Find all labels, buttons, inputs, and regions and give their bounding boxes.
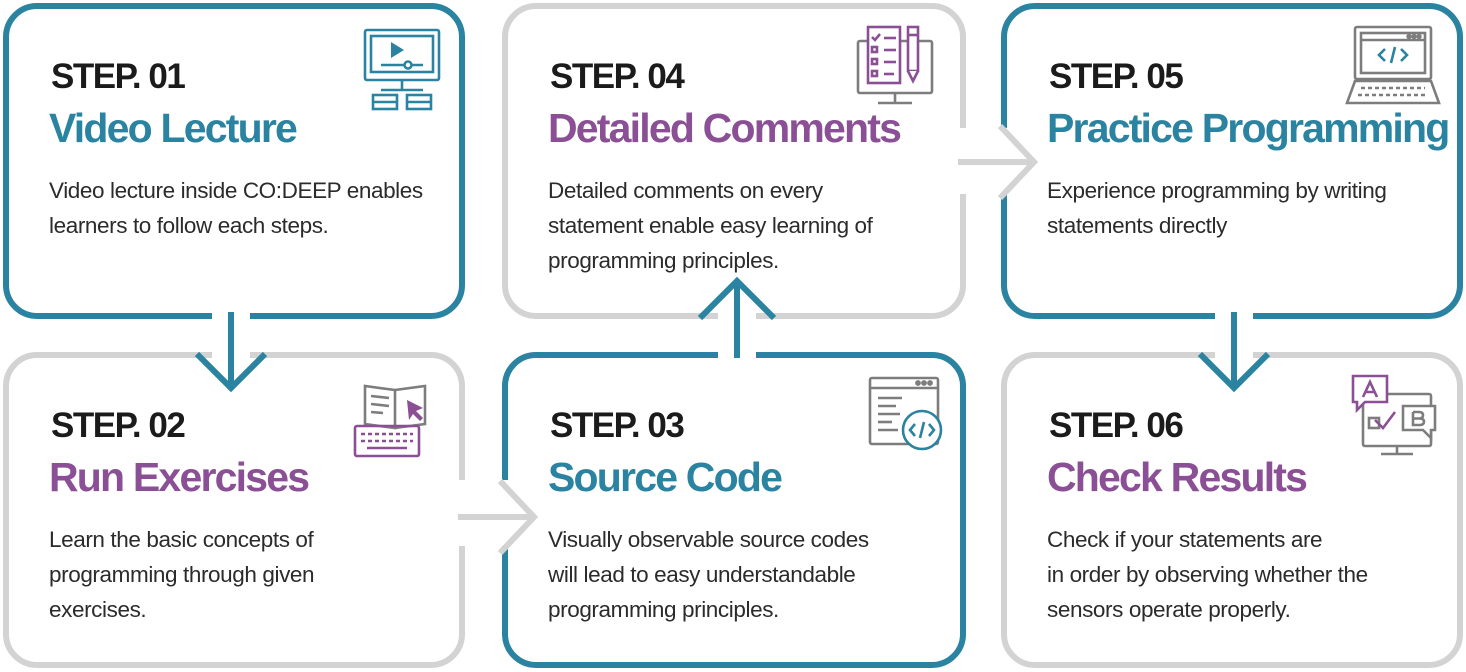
- step-card-01: STEP. 01 Video Lecture Video lecture ins…: [3, 3, 465, 319]
- step-title: Detailed Comments: [548, 105, 902, 151]
- step-card-04: STEP. 04 Detailed Comments Detailed comm…: [502, 3, 966, 319]
- step-label: STEP. 04: [550, 57, 685, 96]
- step-description: Check if your statements are in order by…: [1047, 527, 1368, 622]
- step-label: STEP. 05: [1049, 57, 1184, 96]
- step-card-02: STEP. 02 Run Exercises Learn the basic c…: [3, 352, 465, 668]
- step-card-03: STEP. 03 Source Code Visually observable…: [502, 352, 966, 668]
- video-lecture-monitor-icon: [363, 28, 441, 111]
- step-title: Run Exercises: [49, 454, 310, 500]
- step-description: Experience programming by writing statem…: [1047, 178, 1387, 238]
- step-description: Learn the basic concepts of programming …: [49, 527, 315, 622]
- book-keyboard-cursor-icon: [353, 384, 427, 458]
- laptop-code-icon: [1345, 25, 1441, 105]
- step-label: STEP. 01: [51, 57, 186, 96]
- step-description: Visually observable source codes will le…: [548, 527, 869, 622]
- step-description: Video lecture inside CO:DEEP enables lea…: [49, 178, 423, 238]
- ab-comparison-icon: [1351, 374, 1437, 456]
- step-title: Video Lecture: [49, 105, 298, 151]
- step-title: Practice Programming: [1047, 105, 1450, 151]
- step-card-06: STEP. 06 Check Results Check if your sta…: [1001, 352, 1463, 668]
- step-card-05: STEP. 05 Practice Programming Experience…: [1001, 3, 1463, 319]
- checklist-pencil-monitor-icon: [856, 25, 934, 105]
- step-label: STEP. 03: [550, 406, 685, 445]
- step-label: STEP. 02: [51, 406, 186, 445]
- code-window-icon: [868, 376, 943, 451]
- step-label: STEP. 06: [1049, 406, 1184, 445]
- step-description: Detailed comments on every statement ena…: [548, 178, 873, 273]
- step-title: Check Results: [1047, 454, 1308, 500]
- step-title: Source Code: [548, 454, 783, 500]
